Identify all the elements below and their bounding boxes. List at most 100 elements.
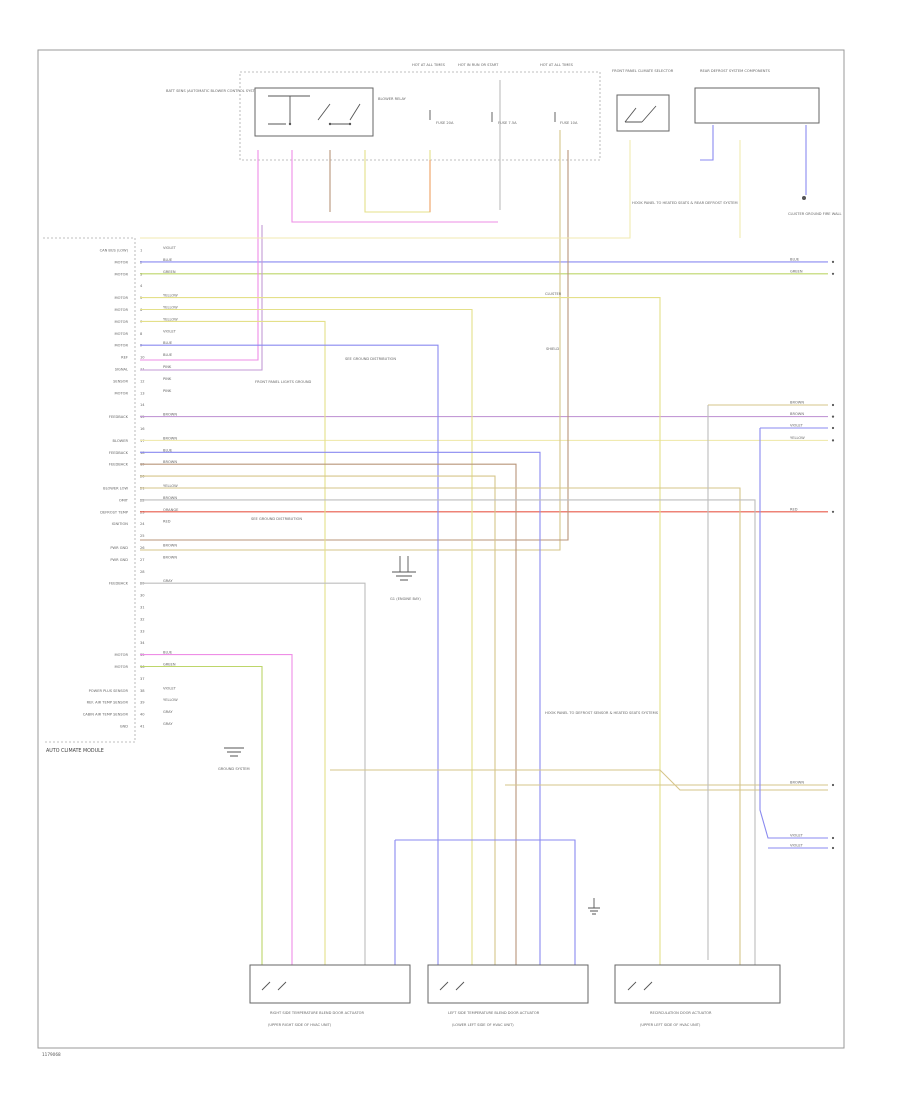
right-terminal-pin [831, 426, 835, 430]
note-splice-right: SHIELD [546, 347, 559, 351]
wire-color-label: GRAY [163, 710, 173, 714]
module-pin-label: FEEDBACK [109, 582, 129, 586]
module-pin-number: 13 [140, 391, 145, 395]
module-pin-number: 40 [140, 713, 145, 717]
module-pin-number: 31 [140, 606, 145, 610]
right-terminal-label: VIOLET [790, 424, 804, 428]
module-pin-label: MOTOR [115, 344, 129, 348]
note-see-ground: SEE GROUND DISTRIBUTION [345, 357, 396, 361]
right-terminal-pin [831, 260, 835, 263]
module-pin-number: 14 [140, 403, 145, 407]
left-blend-actuator-box [427, 964, 589, 1004]
right-terminal-pin [831, 510, 835, 513]
wire-color-label: YELLOW [163, 698, 178, 702]
wire-color-label: GREEN [163, 663, 176, 667]
wire-color-label: GRAY [163, 722, 173, 726]
note-ground-left: FRONT PANEL LIGHTS GROUND [255, 380, 312, 384]
wire-color-label: BROWN [163, 555, 177, 559]
ground-icon [224, 747, 244, 757]
right-terminals: BLUEGREENBROWNBROWNVIOLETYELLOWREDBROWNV… [790, 257, 835, 850]
wire-color-label: GRAY [163, 579, 173, 583]
module-pin-label: MOTOR [115, 391, 129, 395]
wire [140, 487, 741, 970]
wire-color-label: BLUE [163, 341, 173, 345]
module-pin-number: 41 [140, 725, 145, 729]
module-pin-number: 27 [140, 558, 145, 562]
module-pin-label: MOTOR [115, 260, 129, 264]
wire [140, 665, 263, 970]
module-pin-label: DEFROST TEMP [100, 510, 129, 514]
fuse-icons [429, 110, 556, 122]
note-ground-bottom-left: GROUND SYSTEM [218, 767, 250, 771]
module-pin-number: 1 [140, 249, 142, 253]
wire-color-label: BROWN [163, 413, 177, 417]
note-ground-center: G1 (ENGINE BAY) [390, 597, 421, 601]
module-pin-label: GND [120, 725, 128, 729]
wire-color-label: BROWN [163, 496, 177, 500]
module-pin-label: BLOWER LOW [103, 487, 128, 491]
wire [140, 344, 439, 970]
right-terminal-label: BLUE [790, 257, 800, 261]
right-terminal-pin [831, 272, 835, 275]
wire-color-label: BROWN [163, 544, 177, 548]
module-pin-number: 24 [140, 522, 145, 526]
module-pin-label: MOTOR [115, 332, 129, 336]
right-terminal-label: GREEN [790, 269, 803, 273]
fuse-hot-2: HOT IN RUN OR START [458, 63, 499, 67]
module-pin-label: BLOWER [113, 439, 129, 443]
ground-icon [392, 556, 416, 581]
module-pin-label: FEEDBACK [109, 415, 129, 419]
rear-defrost-box [694, 87, 820, 124]
wire [759, 427, 828, 839]
right-blend-actuator-name: RIGHT SIDE TEMPERATURE BLEND DOOR ACTUAT… [270, 1011, 365, 1015]
wire-color-label: PINK [163, 365, 172, 369]
wire-color-label: VIOLET [163, 246, 177, 250]
recirc-actuator-name: RECIRCULATION DOOR ACTUATOR [650, 1011, 712, 1015]
recirc-actuator-sub: (UPPER LEFT SIDE OF HVAC UNIT) [640, 1023, 701, 1027]
recirc-actuator-box [614, 964, 781, 1004]
module-pin-number: 32 [140, 617, 145, 621]
module-pin-label: MOTOR [115, 653, 129, 657]
wire-color-label: BROWN [163, 460, 177, 464]
wire [140, 654, 293, 970]
module-pin-number: 34 [140, 641, 145, 645]
blower-relay-box [254, 87, 374, 137]
module-pin-label: FEEDBACK [109, 451, 129, 455]
wire-color-label: VIOLET [163, 329, 177, 333]
wire-color-label: YELLOW [163, 484, 178, 488]
module-outline [43, 237, 136, 743]
wire [140, 150, 498, 361]
ground-icon [588, 898, 600, 915]
right-terminal-pin [831, 415, 835, 418]
module-pin-label: CAN BUS (LOW) [100, 249, 129, 253]
note-off-page-ground: CLUSTER GROUND FIRE WALL [788, 212, 842, 216]
wire-color-label: VIOLET [163, 686, 177, 690]
relay-switch-icon [268, 95, 361, 125]
wire [394, 839, 576, 970]
module-pin-number: 26 [140, 546, 145, 550]
right-terminal-pin [831, 439, 835, 442]
climate-selector-label: FRONT PANEL CLIMATE SELECTOR [612, 69, 674, 73]
module-pin-number: 12 [140, 379, 145, 383]
right-terminal-label: VIOLET [790, 844, 804, 848]
right-terminal-label: RED [790, 507, 798, 511]
blower-relay-label: BLOWER RELAY [378, 97, 407, 101]
fuse-hot-3: HOT AT ALL TIMES [540, 63, 574, 67]
module-pin-label: REF. AIR TEMP SENSOR [87, 701, 129, 705]
wire-color-label: PINK [163, 389, 172, 393]
module-pin-label: PWR GND [110, 546, 128, 550]
wire-color-label: GREEN [163, 270, 176, 274]
fuse-label-3: FUSE 10A [560, 121, 578, 125]
wire [140, 225, 263, 371]
actuator-motor-icons [261, 981, 653, 991]
left-blend-actuator-sub: (LOWER LEFT SIDE OF HVAC UNIT) [452, 1023, 514, 1027]
note-bottom: HOOK PANEL TO DEFROST SENSOR & HEATED SE… [545, 711, 659, 715]
right-blend-actuator-box [249, 964, 411, 1004]
module-pin-label: MOTOR [115, 296, 129, 300]
wire [140, 451, 541, 970]
module-pin-number: 33 [140, 629, 145, 633]
ground-symbols [224, 196, 806, 915]
module-pin-label: POWER PLUS SENSOR [89, 689, 129, 693]
climate-selector-box [616, 94, 670, 132]
